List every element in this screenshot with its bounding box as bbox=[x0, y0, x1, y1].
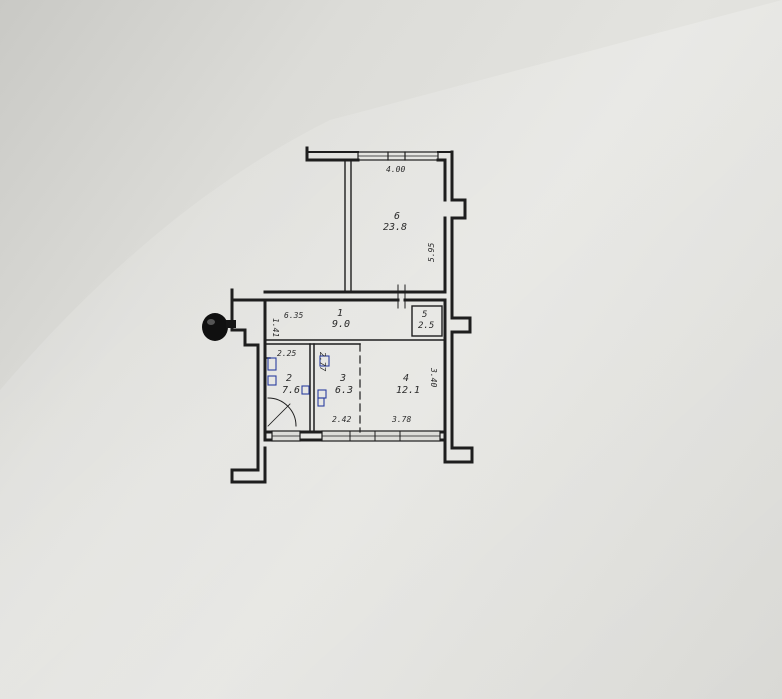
room4-number: 4 bbox=[403, 373, 410, 384]
bottom-windows bbox=[271, 430, 441, 442]
room2-number: 2 bbox=[286, 373, 293, 384]
room3-area: 6.3 bbox=[335, 385, 354, 396]
room6-height-dim: 5.95 bbox=[427, 242, 436, 262]
corridor-width-dim: 6.35 bbox=[284, 311, 304, 320]
room3-number: 3 bbox=[340, 373, 347, 384]
room4-height-dim: 3.40 bbox=[429, 368, 438, 388]
room5-number: 5 bbox=[422, 310, 428, 320]
room5-area: 2.5 bbox=[418, 321, 435, 331]
room3-width-dim: 2.42 bbox=[332, 415, 352, 424]
room2-height-dim: 2.77 bbox=[318, 352, 327, 372]
room6-area: 23.8 bbox=[383, 222, 408, 233]
entrance-width-dim: 1.41 bbox=[271, 318, 280, 338]
room6-width-dim: 4.00 bbox=[386, 165, 406, 174]
room4-area: 12.1 bbox=[396, 385, 421, 396]
room1-number: 1 bbox=[337, 308, 344, 319]
middle-wall bbox=[230, 284, 447, 309]
room2-area: 7.6 bbox=[282, 385, 301, 396]
bathroom-fixtures bbox=[267, 355, 330, 407]
door-swing bbox=[267, 397, 297, 427]
room4-width-dim: 3.78 bbox=[392, 415, 412, 424]
room6-walls bbox=[305, 146, 467, 294]
interior-partitions bbox=[264, 339, 446, 433]
room2-width-dim: 2.25 bbox=[277, 349, 297, 358]
push-pin-icon bbox=[202, 313, 236, 341]
room1-area: 9.0 bbox=[332, 319, 351, 330]
room6-number: 6 bbox=[394, 211, 401, 222]
room6-window bbox=[357, 151, 439, 161]
